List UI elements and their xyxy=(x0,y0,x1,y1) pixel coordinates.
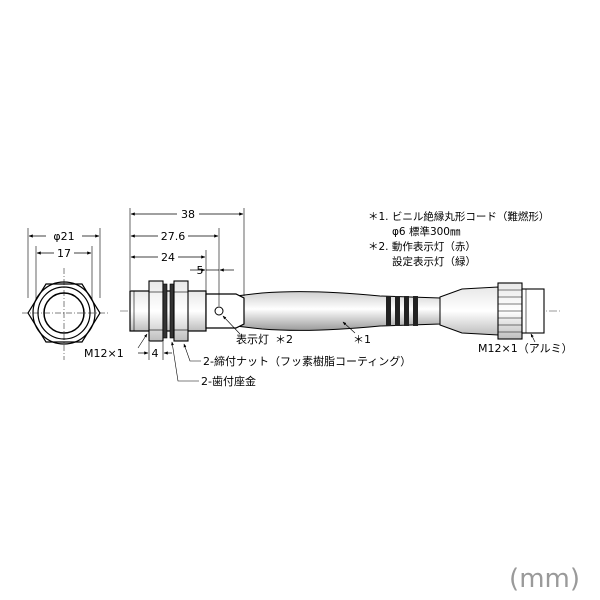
dim-24: 24 xyxy=(161,251,175,264)
connector-pin-section xyxy=(521,288,545,334)
dim-phi21: φ21 xyxy=(53,230,74,243)
nut-2 xyxy=(173,280,189,342)
dim-4: 4 xyxy=(152,347,159,360)
connector-knurling xyxy=(498,289,522,333)
indicator-lamp xyxy=(214,306,224,316)
cable xyxy=(235,291,441,331)
dim-38: 38 xyxy=(181,208,195,221)
note-1-line-1: ＊1. ビニル絶縁丸形コード（難燃形） xyxy=(368,210,549,223)
sensor-body-circle xyxy=(37,286,91,340)
washer-outer-circle xyxy=(32,281,96,345)
thread-label-right: M12×1（アルミ） xyxy=(478,342,573,355)
washer-callout: 2-歯付座金 xyxy=(201,374,256,388)
front-view: φ21 17 xyxy=(22,228,108,360)
washer-2 xyxy=(169,283,175,339)
cable-strain-relief-ribs xyxy=(386,296,418,326)
unit-label: (mm) xyxy=(509,564,580,594)
mounting-nuts-and-washers xyxy=(148,280,189,342)
cable-callout: ＊1 xyxy=(353,333,371,346)
nut-callout: 2-締付ナット（フッ素樹脂コーティング） xyxy=(203,354,411,368)
thread-label-left: M12×1 xyxy=(84,347,124,360)
dim-17: 17 xyxy=(57,247,71,260)
note-2-line-2: 設定表示灯（緑） xyxy=(392,255,476,268)
hex-nut-outline xyxy=(27,283,101,343)
nut-1 xyxy=(148,280,164,342)
washer-1 xyxy=(162,283,168,339)
notes: ＊1. ビニル絶縁丸形コード（難燃形） φ6 標準300㎜ ＊2. 動作表示灯（… xyxy=(368,210,549,268)
note-1-line-2: φ6 標準300㎜ xyxy=(392,225,461,238)
sensor-threaded-body xyxy=(129,290,207,332)
sensor-rear-housing xyxy=(205,293,245,329)
side-view: 38 27.6 24 5 4 M12×1 M12×1（アルミ） 表示灯＊2 ＊1 xyxy=(84,207,573,388)
sensing-face-circle xyxy=(43,292,85,334)
note-2-line-1: ＊2. 動作表示灯（赤） xyxy=(368,240,476,253)
indicator-callout: 表示灯＊2 xyxy=(236,332,293,346)
connector-body xyxy=(439,286,499,336)
dim-5: 5 xyxy=(197,264,204,277)
dim-27-6: 27.6 xyxy=(161,230,186,243)
